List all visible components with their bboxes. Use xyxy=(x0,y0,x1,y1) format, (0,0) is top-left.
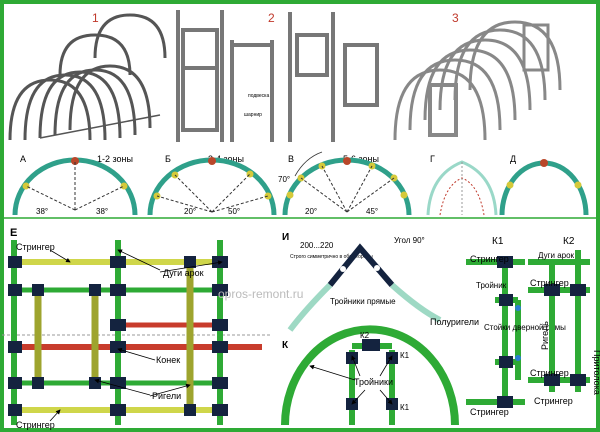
label-sharnir: шарнир xyxy=(244,112,262,118)
detail-k1-title: К1 xyxy=(492,236,504,247)
detail-i-letter: И xyxy=(282,232,289,243)
detail-k2-rigel: Ригель xyxy=(540,321,550,350)
frame-e-arrows xyxy=(49,249,223,422)
arch-zone-v xyxy=(282,151,412,216)
zone-a-letter: А xyxy=(20,154,26,164)
detail-k-arch xyxy=(281,325,459,426)
detail-k2-stringer-3: Стрингер xyxy=(534,396,573,406)
arch-zone-a xyxy=(12,157,138,216)
watermark: opros-remont.ru xyxy=(218,287,303,301)
zone-v-angle-70: 70° xyxy=(278,175,290,184)
detail-i-note: Строго симметрично в обе стороны xyxy=(290,254,373,260)
zone-b-letter: Б xyxy=(165,154,171,164)
detail-k-k1-label-bottom: К1 xyxy=(400,403,410,412)
detail-k-tees-label: Тройники xyxy=(354,377,393,387)
sketch-2-door xyxy=(176,10,379,142)
detail-k1-tee-label: Тройник xyxy=(476,281,507,290)
zone-b-angle-left: 20° xyxy=(184,207,196,216)
label-podveska: подвеска xyxy=(248,93,269,99)
sketch-number-2: 2 xyxy=(268,11,275,25)
zone-b-angle-right: 50° xyxy=(228,207,240,216)
detail-k-k2-label: К2 xyxy=(360,331,370,340)
frame-e-rigel-label: Ригели xyxy=(152,391,181,401)
detail-k1-posts: Стойки дверной рамы xyxy=(484,323,566,332)
detail-k1-halfrigel: Полуригели xyxy=(430,317,479,327)
arch-zone-b xyxy=(147,157,277,216)
detail-i-ridge xyxy=(287,243,442,332)
zone-g-letter: Г xyxy=(430,154,435,164)
frame-e-stringer-top: Стрингер xyxy=(16,242,55,252)
detail-k2-structure xyxy=(528,250,590,392)
detail-k2-title: К2 xyxy=(563,236,575,247)
frame-e-arcs-label: Дуги арок xyxy=(163,268,204,278)
detail-k2-jamb: Притолока xyxy=(592,350,600,395)
frame-e-ridge-label: Конек xyxy=(156,355,180,365)
arch-zone-d xyxy=(499,159,589,216)
detail-k-arrows xyxy=(309,355,393,405)
zone-a-angle-right: 38° xyxy=(96,207,108,216)
zone-v-letter: В xyxy=(288,154,294,164)
sketch-3-tunnel xyxy=(393,20,562,141)
detail-i-tees: Тройники прямые xyxy=(330,297,396,306)
sketch-number-3: 3 xyxy=(452,11,459,25)
frame-e-stringer-bottom: Стрингер xyxy=(16,420,55,430)
zone-v-angle-45: 45° xyxy=(366,207,378,216)
zone-d-letter: Д xyxy=(510,154,516,164)
detail-i-range: 200...220 xyxy=(300,241,334,250)
detail-k2-stringer-2: Стрингер xyxy=(530,368,569,378)
frame-e-structure xyxy=(8,240,262,425)
sketch-1-arches xyxy=(8,13,167,141)
detail-k-k1-label-top: К1 xyxy=(400,351,410,360)
sketch-number-1: 1 xyxy=(92,11,99,25)
zone-a-title: 1-2 зоны xyxy=(97,154,133,164)
detail-i-angle: Угол 90° xyxy=(394,236,425,245)
detail-k2-stringer-1: Стрингер xyxy=(530,278,569,288)
detail-k2-arcs: Дуги арок xyxy=(538,251,575,260)
arch-zone-g xyxy=(426,160,498,216)
detail-k1-structure xyxy=(466,256,525,408)
frame-e-letter: Е xyxy=(10,227,17,239)
zone-a-angle-left: 38° xyxy=(36,207,48,216)
zone-v-angle-20: 20° xyxy=(305,207,317,216)
detail-k1-stringer-top: Стрингер xyxy=(470,254,509,264)
detail-k-letter: К xyxy=(282,340,289,351)
detail-k1-stringer-bottom: Стрингер xyxy=(470,407,509,417)
